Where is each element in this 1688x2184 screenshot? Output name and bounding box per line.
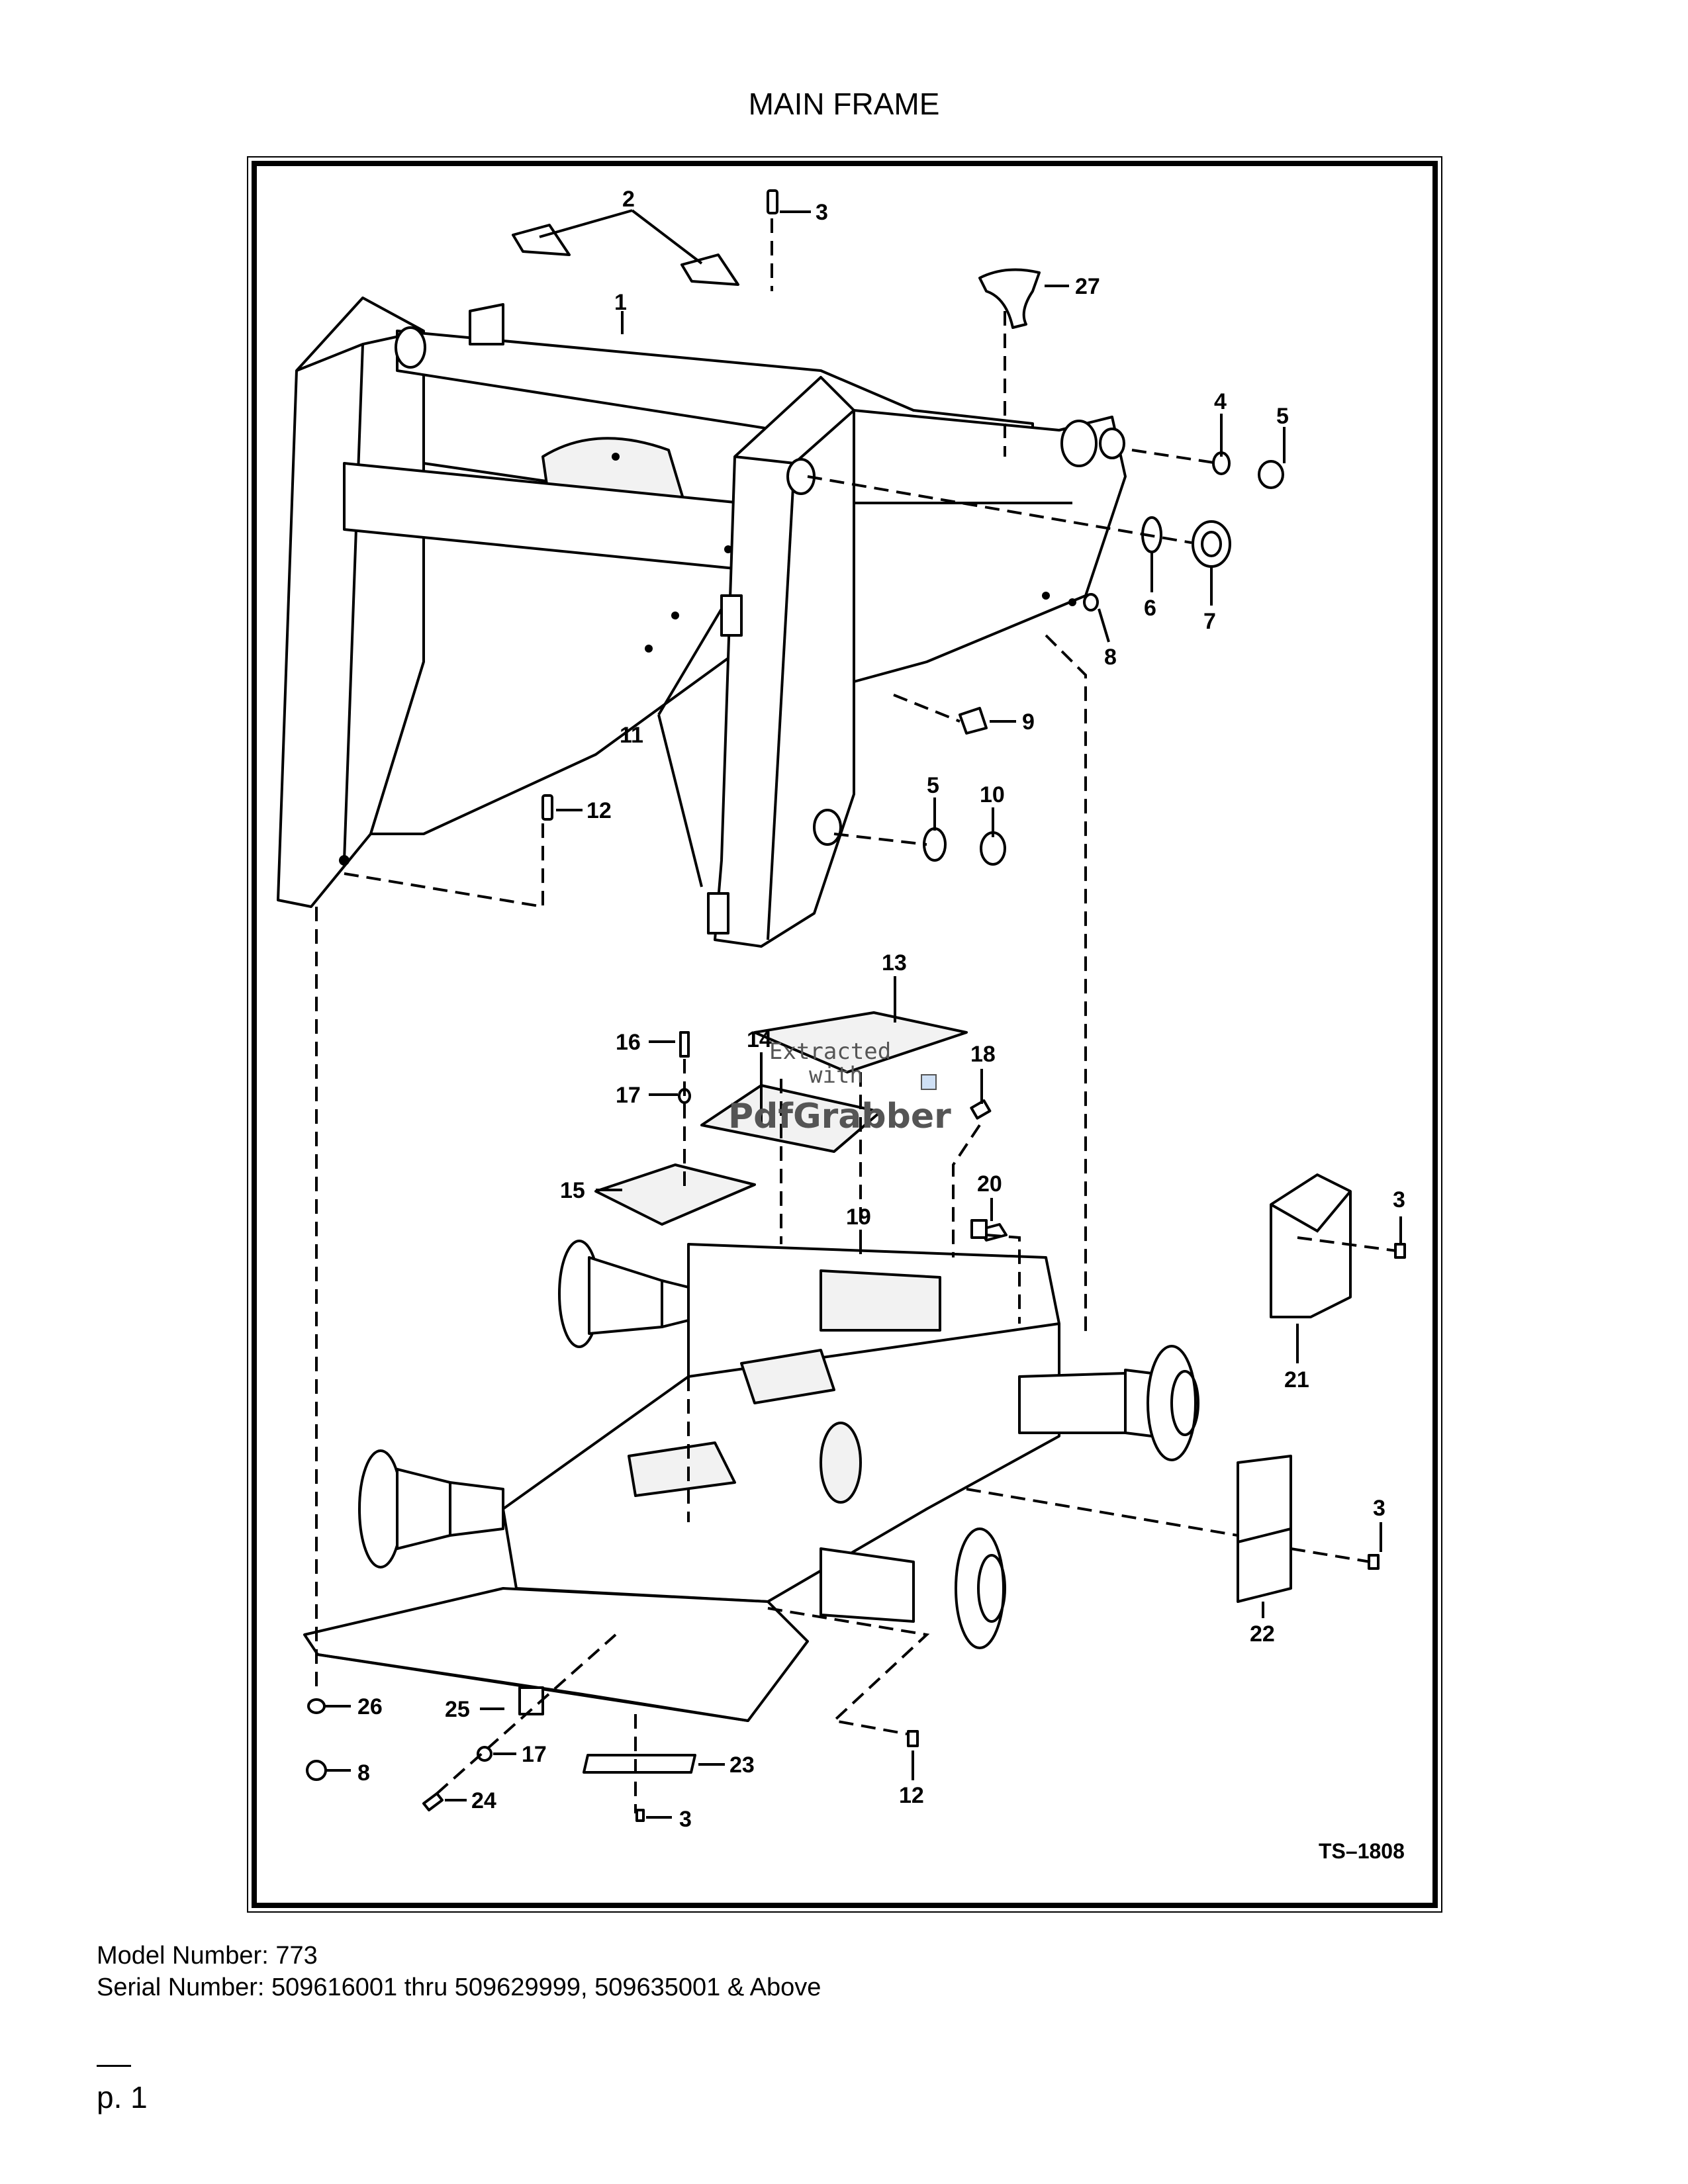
callout-17-upper: 17	[616, 1083, 641, 1108]
lower-chassis	[303, 1173, 1406, 1822]
callout-10: 10	[980, 782, 1005, 807]
callout-7: 7	[1203, 609, 1216, 634]
parts-plates	[594, 1011, 1008, 1242]
callout-2: 2	[622, 187, 635, 212]
callout-20: 20	[977, 1171, 1002, 1197]
callout-5-upper: 5	[1276, 404, 1289, 429]
callout-26: 26	[357, 1694, 383, 1719]
assembly-dashed-lines	[315, 218, 1397, 1813]
diagram-frame-inner	[252, 161, 1438, 1908]
callout-3-bottom: 3	[679, 1807, 692, 1832]
callout-23: 23	[729, 1752, 755, 1778]
callout-15: 15	[560, 1178, 585, 1203]
callout-3-top: 3	[816, 200, 828, 225]
callout-24: 24	[471, 1788, 496, 1813]
callout-5-lower: 5	[927, 773, 939, 798]
model-number: Model Number: 773	[97, 1942, 318, 1970]
callout-1: 1	[614, 290, 627, 315]
callout-9: 9	[1022, 709, 1035, 735]
callout-21: 21	[1284, 1367, 1309, 1392]
callout-13: 13	[882, 950, 907, 976]
callout-14: 14	[747, 1027, 772, 1052]
watermark-line-1: Extracted	[769, 1038, 891, 1065]
diagram-frame-outer	[247, 156, 1442, 1913]
callout-6: 6	[1144, 596, 1156, 621]
upper-main-frame	[277, 296, 1127, 948]
serial-number: Serial Number: 509616001 thru 509629999,…	[97, 1974, 821, 2001]
page-title: MAIN FRAME	[748, 87, 940, 121]
callout-8-upper: 8	[1104, 645, 1117, 670]
leader-lines	[324, 209, 1402, 1819]
callout-19: 19	[846, 1205, 871, 1230]
callout-17-lower: 17	[522, 1742, 547, 1767]
callout-27: 27	[1075, 274, 1100, 299]
callout-18: 18	[970, 1042, 996, 1067]
callout-labels: 1 2 3 3 3 3 3 4 5 5 6 7 8 8 9 10 11 12 1…	[357, 187, 1405, 1863]
callout-4: 4	[1214, 389, 1227, 414]
watermark-logo	[921, 1074, 937, 1090]
watermark-line-2: with	[809, 1062, 863, 1089]
parts-top-hardware	[512, 189, 1284, 866]
watermark: Extracted with PdfGrabber	[728, 1038, 951, 1136]
page-number: p. 1	[97, 2080, 148, 2115]
callout-16: 16	[616, 1030, 641, 1055]
drawing-id: TS–1808	[1319, 1839, 1405, 1863]
callout-3-right-upper: 3	[1393, 1187, 1405, 1212]
callout-12-upper: 12	[586, 798, 612, 823]
callout-25: 25	[445, 1697, 470, 1722]
watermark-line-3: PdfGrabber	[728, 1097, 951, 1136]
exploded-parts-diagram: .p { fill: #fff; stroke: #000; stroke-wi…	[277, 187, 1406, 1863]
callout-8-lower: 8	[357, 1760, 370, 1786]
callout-3-right-lower: 3	[1373, 1496, 1385, 1521]
footer-rule	[97, 2065, 131, 2067]
callout-12-lower: 12	[899, 1783, 924, 1808]
callout-11: 11	[620, 723, 643, 748]
callout-22: 22	[1250, 1621, 1275, 1647]
